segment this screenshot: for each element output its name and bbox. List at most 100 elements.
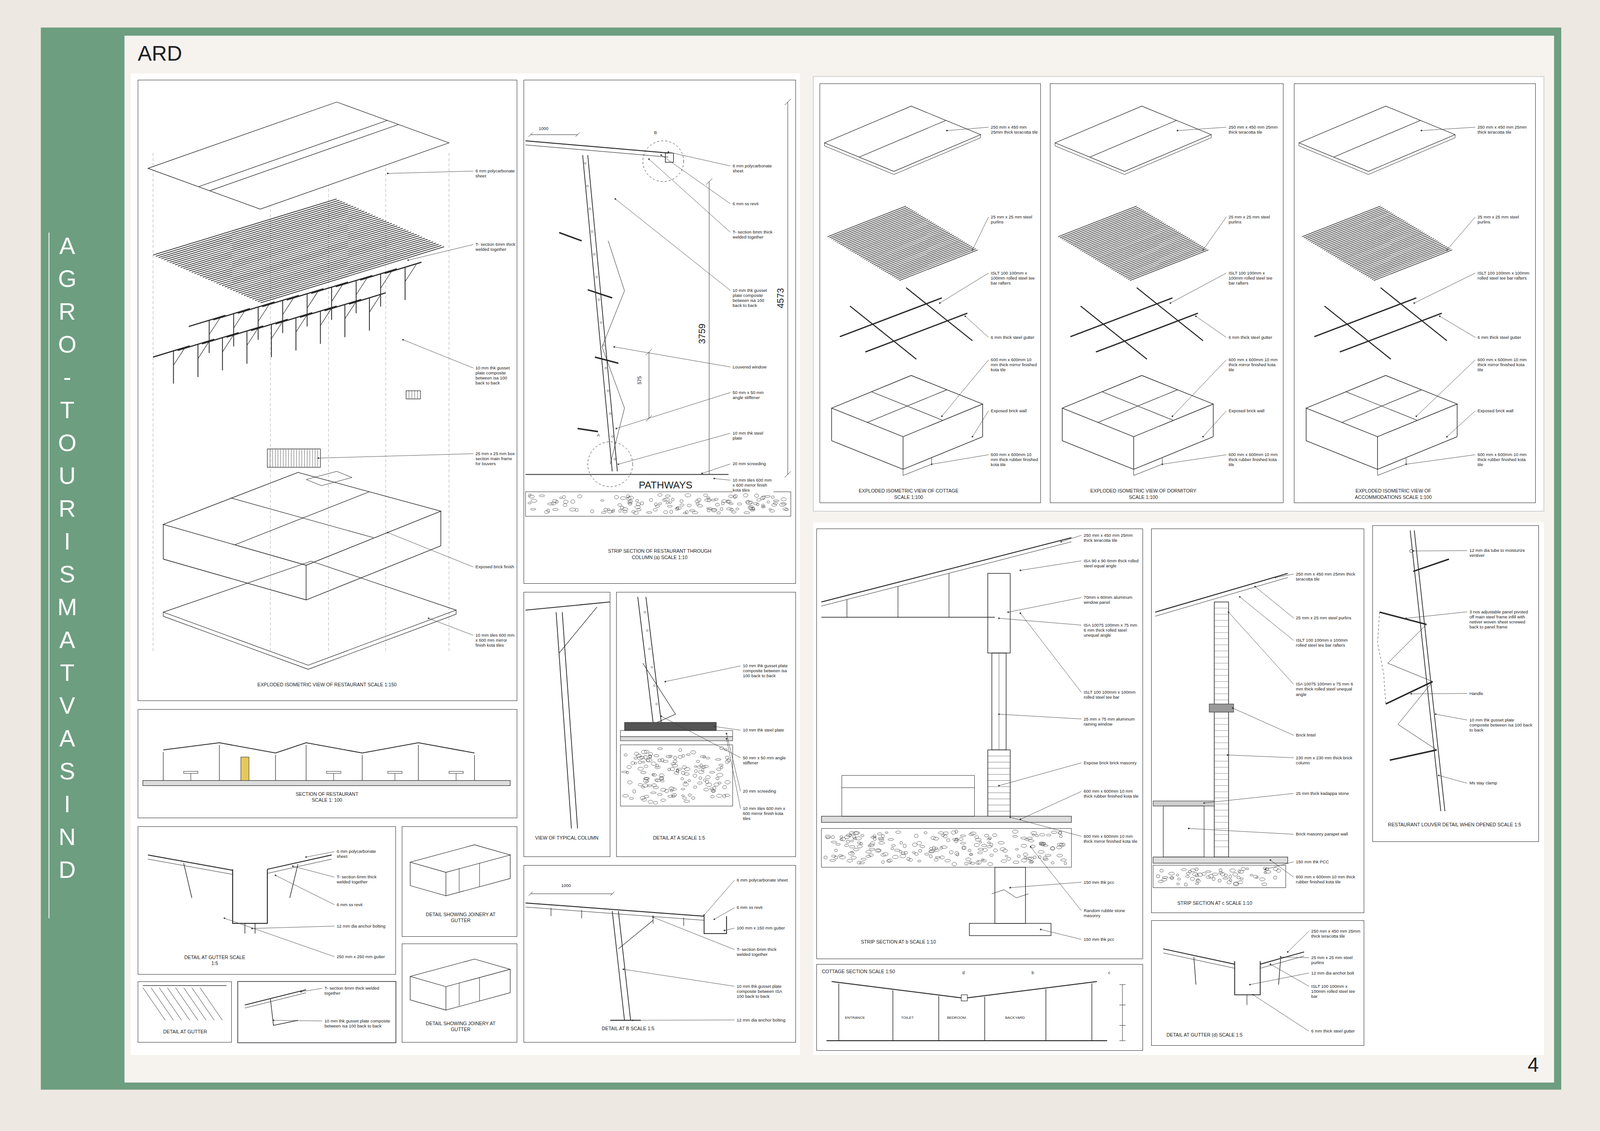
rubble-stone [773,502,778,505]
rubble-stone [1049,846,1055,851]
drawing-line [1097,389,1178,423]
rubble-stone [1056,854,1063,858]
drawing-line [159,987,182,1021]
rubble-stone [735,508,739,511]
drawing-circle [609,412,612,415]
rubble-stone [984,834,989,837]
drawing-line [528,891,533,896]
drawing-rect [624,722,717,731]
drawing-line [411,390,412,400]
drawing-line [1366,245,1445,276]
leader-dot [1029,846,1032,848]
drawing-line [1194,957,1196,985]
leader-line [623,969,735,987]
drawing-line [301,448,302,468]
drawing-line [456,773,457,781]
drawing-caption: STRIP SECTION AT c SCALE 1:10 [1163,900,1266,907]
drawing-line [1298,106,1455,172]
drawing-rect [183,771,198,774]
leader-line [1172,359,1227,417]
callout-note: T- section 6mm thick welded together [336,874,388,885]
drawing-caption: EXPLODED ISOMETRIC VIEW OF RESTAURANT SC… [173,681,480,688]
leader-dot [1269,859,1272,862]
callout-note: ISLT 100 100mm x 100mm rolled steel tee … [1477,270,1531,281]
drawing-line [1340,313,1443,353]
rubble-stone [600,499,604,502]
drawing-line [198,120,388,187]
leader-dot [713,725,716,728]
drawing-line [277,448,279,468]
leader-line [1204,793,1294,804]
drawing-line [1089,120,1177,158]
drawing-line [1120,244,1200,276]
drawing-line [1214,650,1229,652]
rubble-stone [702,756,706,759]
drawing-line [1214,638,1229,639]
drawing-line [314,448,316,468]
rubble-stone [716,773,723,777]
drawing-circle [611,435,614,438]
drawing-line [344,304,346,338]
drawing-line [183,987,207,1021]
drawing-line [1377,436,1378,470]
rubble-stone [653,508,658,512]
callout-note: ISLT 100 100mm x 100mm rolled steel tee … [1083,689,1139,700]
rubble-stone [955,837,959,842]
drawing-panel: SECTION OF RESTAURANT SCALE 1: 100 [137,709,518,819]
drawing-line [267,855,332,870]
rubble-stone [664,789,669,794]
drawing-line [175,987,198,1021]
rubble-stone [929,847,934,850]
rubble-stone [756,498,761,501]
drawing-line [1324,306,1391,359]
leader-dot [1007,611,1010,614]
rubble-stone [657,793,663,796]
drawing-line [320,311,322,344]
leader-line [1439,316,1476,338]
leader-dot [701,472,703,475]
rubble-stone [682,796,687,800]
rubble-stone [943,831,949,835]
rubble-stone [1035,834,1039,837]
drawing-line [1214,815,1229,817]
rubble-stone [559,497,563,499]
title-rule [48,232,50,919]
restaurant-strip-section [525,98,791,517]
drawing-line [838,983,839,1041]
rubble-stone [899,841,903,845]
rubble-stone [1060,858,1067,862]
rubble-stone [641,798,647,802]
rubble-stone [839,838,843,841]
rubble-stone [1211,872,1218,876]
drawing-line [906,287,973,341]
callout-note: ISA 10075 100mm x 75 mm 6 mm thick rolle… [1295,681,1357,697]
drawing-line [1385,681,1433,704]
drawing-label: b [1031,970,1034,976]
rubble-stone [655,764,659,768]
drawing-line [213,225,398,282]
callout-note: 10 mm tiles 600 mm x 600 mm mirror finis… [475,632,517,648]
drawing-line [290,448,292,468]
leader-dot [1202,436,1205,438]
rubble-stone [635,499,639,502]
leader-line [998,763,1082,786]
leader-dot [725,732,728,735]
rubble-stone [670,509,673,514]
rubble-stone [1028,857,1034,861]
rubble-stone [1058,831,1062,835]
drawing-line [410,959,510,987]
rubble-stone [887,858,893,863]
rubble-stone [612,509,615,511]
rubble-stone [745,500,750,504]
callout-note: 10 mm tiles 600 mm x 600 mirror finish k… [732,477,774,493]
callout-note: Louvered window [732,364,774,370]
accommodation-exploded-view [1298,106,1458,476]
drawing-rect [142,780,510,786]
drawing-circle [653,684,656,687]
rubble-stone [685,753,691,756]
rubble-stone [860,834,864,837]
drawing-line [892,990,894,1041]
rubble-stone [711,789,716,793]
cottage-section [826,981,1126,1041]
leader-dot [1287,951,1289,954]
